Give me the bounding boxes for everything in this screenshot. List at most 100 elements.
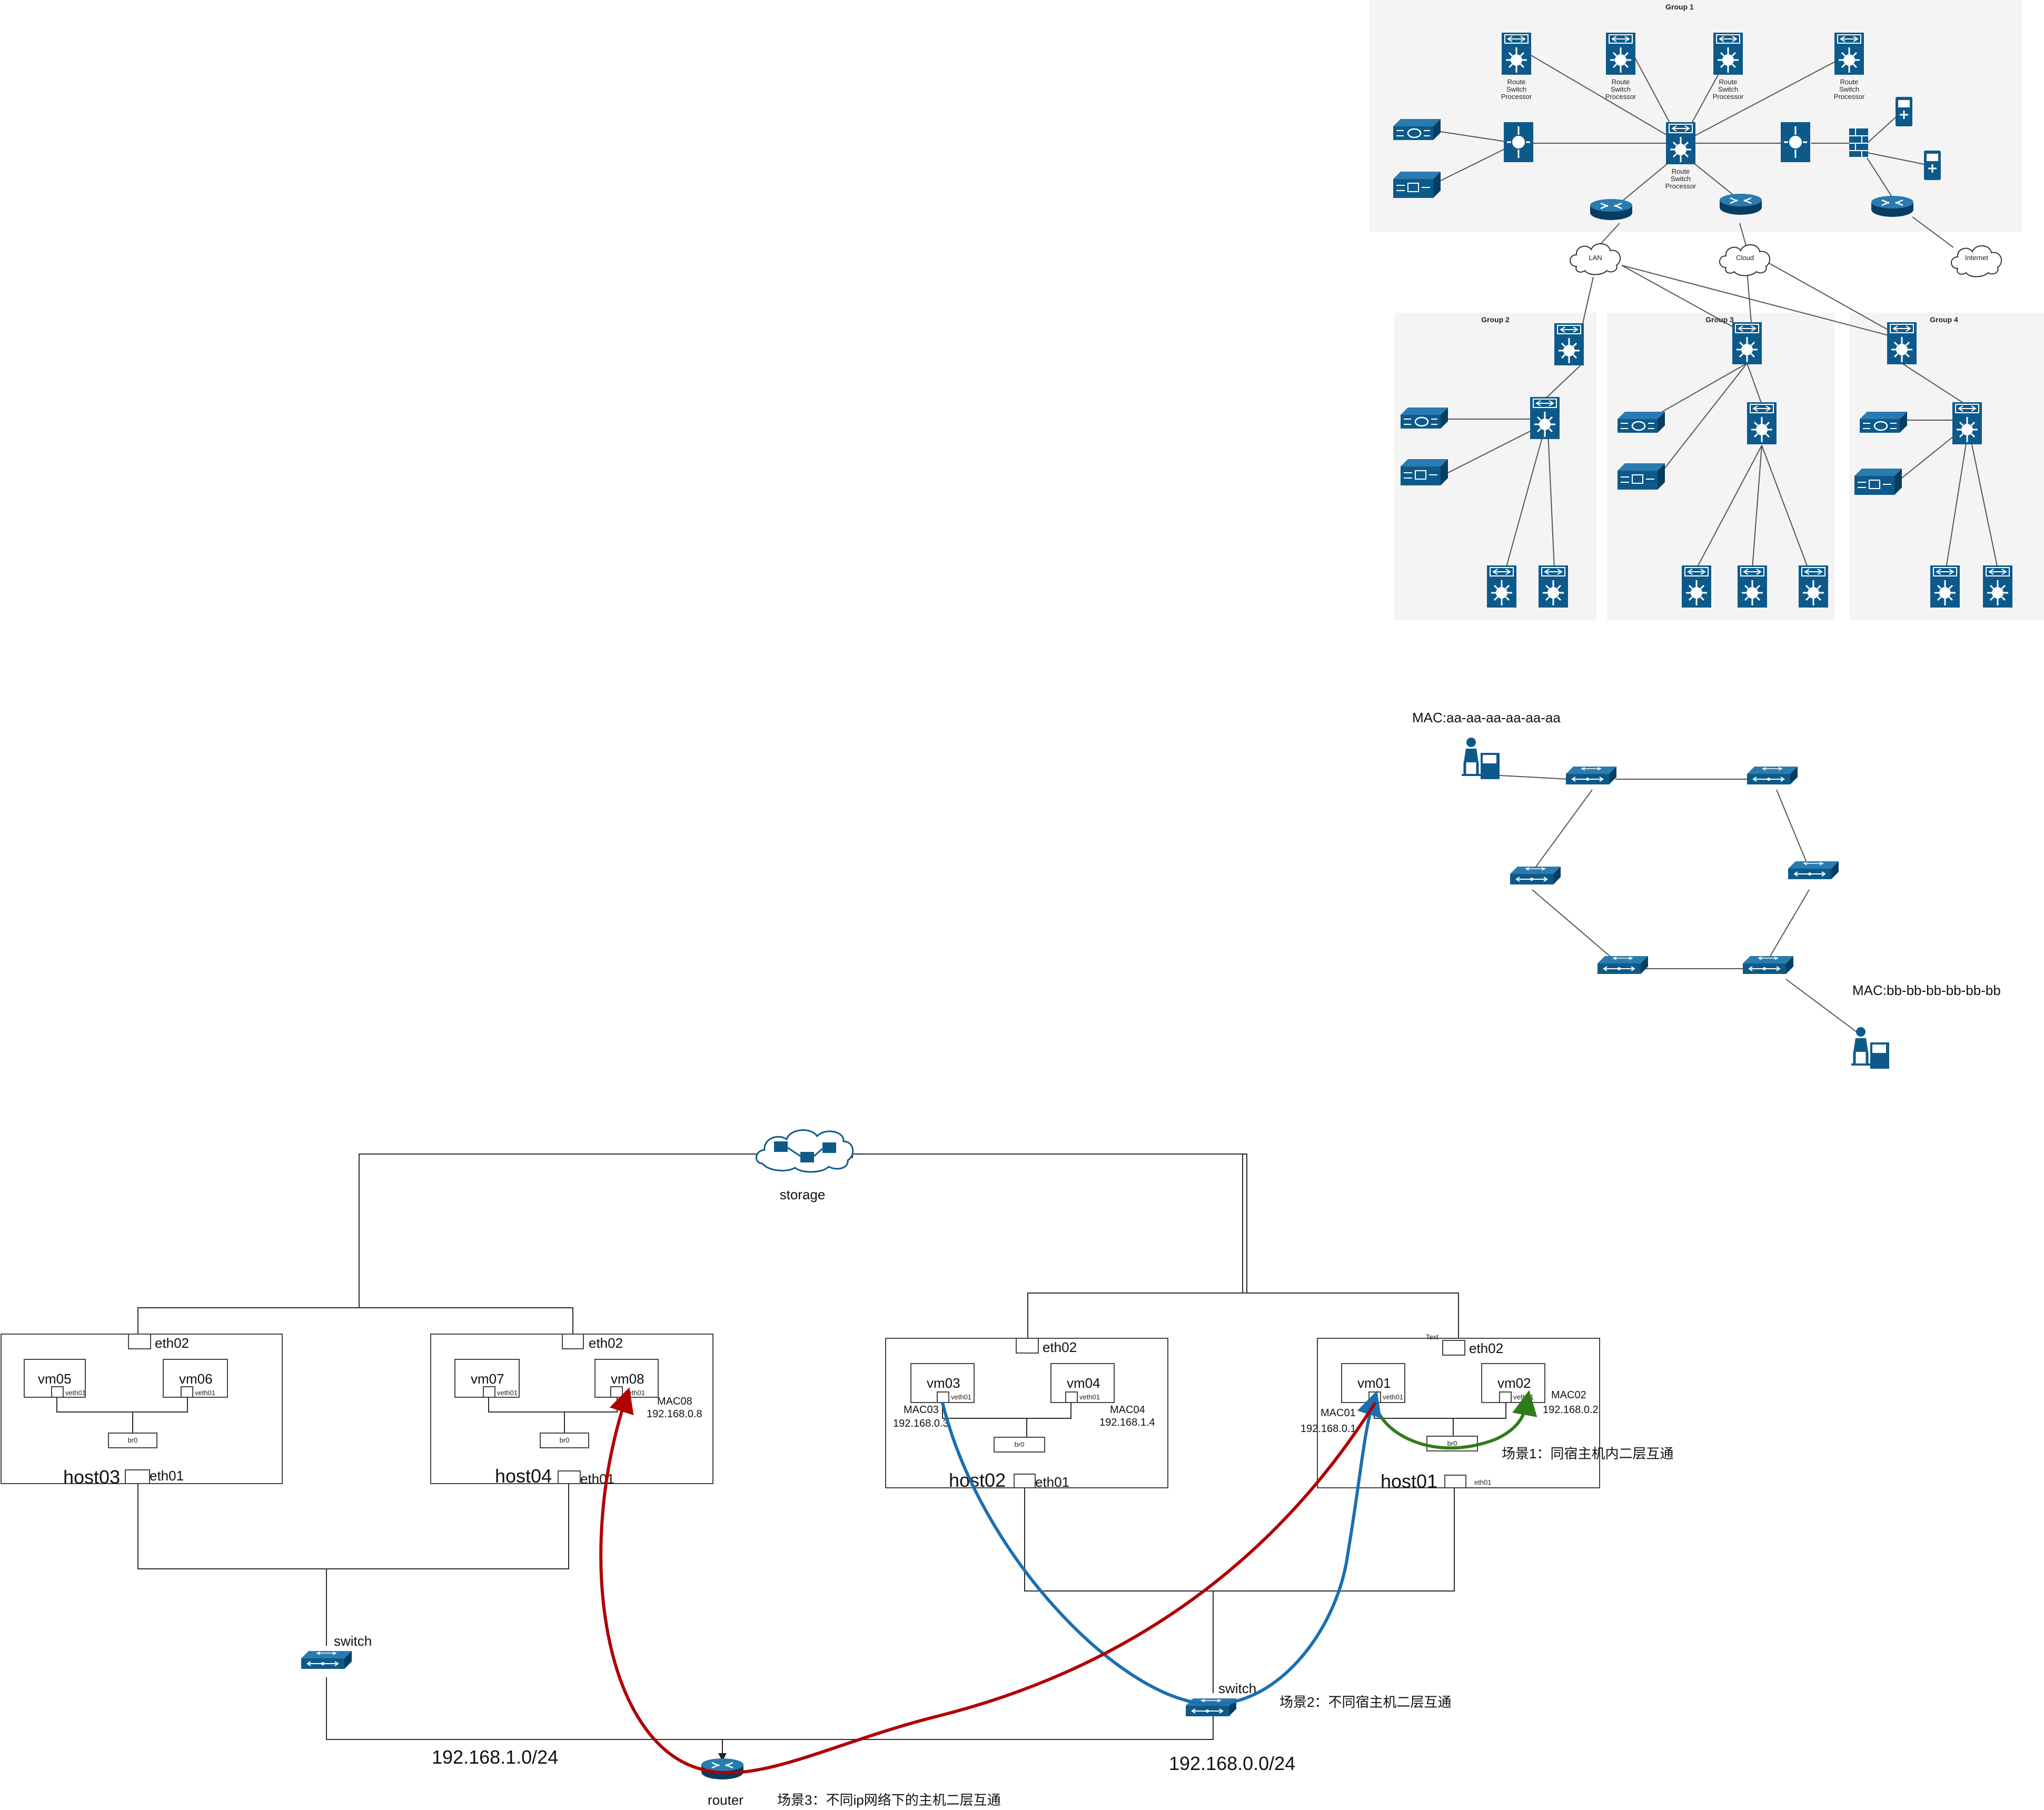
host03-label: host03 (63, 1466, 120, 1488)
vm05-veth-port[interactable] (51, 1386, 64, 1398)
vm04-box[interactable] (1050, 1363, 1115, 1403)
group-4-access-switch-icon[interactable] (1929, 564, 1961, 609)
ring-switch-icon[interactable] (1747, 766, 1798, 785)
router-icon[interactable] (1589, 198, 1633, 221)
pda-icon[interactable] (1894, 96, 1913, 127)
vm08-veth-port[interactable] (610, 1386, 623, 1398)
vm01-ip-label: 192.168.0.1 (1301, 1423, 1356, 1435)
router-bottom-icon[interactable] (700, 1757, 745, 1781)
vm03-veth-port[interactable] (937, 1391, 949, 1403)
pda-icon[interactable] (1923, 150, 1942, 181)
file-engine-icon[interactable] (1393, 171, 1441, 198)
svg-text:Route: Route (1507, 78, 1526, 86)
svg-text:veth01: veth01 (624, 1389, 645, 1397)
svg-text:veth01: veth01 (951, 1393, 971, 1401)
scenario-1-path (1374, 1390, 1537, 1450)
group-3-dist-switch-icon[interactable] (1746, 401, 1778, 445)
vm02-mac-label: MAC02 (1551, 1389, 1586, 1401)
vm01-veth-port[interactable] (1368, 1391, 1381, 1403)
group-3-file-engine-icon[interactable] (1617, 463, 1665, 490)
host04-eth01-label: eth01 (580, 1471, 614, 1487)
multilayer-switch-icon[interactable] (1503, 121, 1534, 163)
scenario-1-label: 场景1：同宿主机内二层互通 (1502, 1446, 1673, 1461)
group-3-access-switch-icon[interactable] (1798, 564, 1829, 609)
group-3-access-switch-icon[interactable] (1737, 564, 1768, 609)
group-4-access-switch-icon[interactable] (1982, 564, 2013, 609)
vm06-veth-port[interactable] (181, 1386, 193, 1398)
host02-eth02-port[interactable] (1016, 1338, 1039, 1354)
svg-text:Processor: Processor (1665, 182, 1696, 190)
user-a-icon[interactable] (1462, 738, 1500, 779)
vm08-ip-label: 192.168.0.8 (647, 1408, 702, 1420)
subnet-right-label: 192.168.0.0/24 (1169, 1753, 1295, 1774)
mac-a-label: MAC:aa-aa-aa-aa-aa-aa (1412, 710, 1561, 725)
mac-b-label: MAC:bb-bb-bb-bb-bb-bb (1852, 982, 2001, 998)
group-2-access-switch-icon[interactable] (1537, 564, 1569, 609)
host04-eth01-port[interactable] (558, 1470, 581, 1484)
route-switch-processor-icon[interactable] (1712, 32, 1744, 76)
scenario-3-label: 场景3：不同ip网络下的主机二层互通 (777, 1792, 1001, 1808)
scenario-2-label: 场景2：不同宿主机二层互通 (1279, 1694, 1451, 1710)
vm02-veth-port[interactable] (1499, 1391, 1512, 1403)
svg-text:veth01: veth01 (1079, 1393, 1100, 1401)
ring-switch-icon[interactable] (1597, 956, 1649, 974)
firewall-icon[interactable] (1849, 128, 1869, 157)
host03-br0[interactable] (108, 1433, 157, 1448)
svg-text:Switch: Switch (1671, 175, 1691, 183)
host03-eth01-port[interactable] (125, 1469, 150, 1484)
host01-eth01-port[interactable] (1444, 1475, 1466, 1488)
router-icon[interactable] (1719, 193, 1763, 216)
host01-eth02-port[interactable] (1442, 1340, 1465, 1356)
group-2-dist-switch-icon[interactable] (1529, 396, 1561, 440)
cloud-label: Cloud (1736, 254, 1754, 262)
host02-br0[interactable] (994, 1437, 1045, 1453)
host04-br0[interactable] (540, 1433, 589, 1448)
group-4-core-switch-icon[interactable] (1886, 321, 1918, 365)
route-switch-processor-icon[interactable] (1833, 32, 1865, 76)
host02-eth01-port[interactable] (1014, 1474, 1036, 1488)
vm05-label: vm05 (38, 1371, 72, 1387)
group-3-core-switch-icon[interactable] (1731, 321, 1763, 365)
ring-switch-icon[interactable] (1565, 766, 1617, 785)
user-b-icon[interactable] (1851, 1027, 1889, 1069)
group-4-file-engine-icon[interactable] (1854, 468, 1902, 495)
host03-eth02-label: eth02 (155, 1335, 189, 1351)
ring-switch-icon[interactable] (1742, 956, 1794, 974)
ring-switch-icon[interactable] (1788, 861, 1839, 880)
ring-switch-icon[interactable] (1510, 866, 1561, 885)
storage-label: storage (780, 1187, 826, 1202)
host01-label: host01 (1381, 1470, 1437, 1492)
router-label: router (708, 1792, 743, 1808)
host04-eth02-port[interactable] (562, 1334, 584, 1349)
group-3-access-switch-icon[interactable] (1681, 564, 1712, 609)
route-switch-processor-icon[interactable] (1665, 121, 1696, 165)
content-server-icon[interactable] (1392, 118, 1442, 141)
svg-text:Processor: Processor (1501, 93, 1532, 101)
route-switch-processor-icon[interactable] (1605, 32, 1636, 76)
svg-text:Switch: Switch (1839, 85, 1859, 93)
vm04-veth-port[interactable] (1065, 1391, 1078, 1403)
storage-cloud-icon[interactable] (756, 1129, 854, 1173)
svg-text:br0: br0 (128, 1436, 138, 1444)
vm06-box[interactable] (163, 1359, 228, 1398)
group-2-content-server-icon[interactable] (1400, 406, 1449, 430)
router-icon[interactable] (1870, 195, 1914, 218)
multilayer-switch-icon[interactable] (1780, 121, 1811, 163)
route-switch-processor-icon[interactable] (1501, 32, 1532, 76)
svg-text:Processor: Processor (1713, 93, 1744, 101)
host03-box[interactable] (1, 1334, 283, 1484)
storage-links (137, 1153, 1459, 1338)
host03-eth02-port[interactable] (128, 1334, 151, 1349)
svg-text:Processor: Processor (1605, 93, 1636, 101)
vm04-ip-label: 192.168.1.4 (1099, 1417, 1155, 1428)
vm07-veth-port[interactable] (483, 1386, 495, 1398)
group-2-access-switch-icon[interactable] (1486, 564, 1517, 609)
switch-left-icon[interactable] (301, 1650, 352, 1669)
host02-eth02-label: eth02 (1043, 1339, 1077, 1355)
group-4-content-server-icon[interactable] (1859, 411, 1908, 434)
host01-eth01-label: eth01 (1474, 1478, 1492, 1486)
group-4-dist-switch-icon[interactable] (1951, 401, 1983, 445)
group-2-file-engine-icon[interactable] (1400, 459, 1448, 486)
group-2-core-switch-icon[interactable] (1553, 322, 1585, 366)
group-3-content-server-icon[interactable] (1616, 411, 1666, 434)
